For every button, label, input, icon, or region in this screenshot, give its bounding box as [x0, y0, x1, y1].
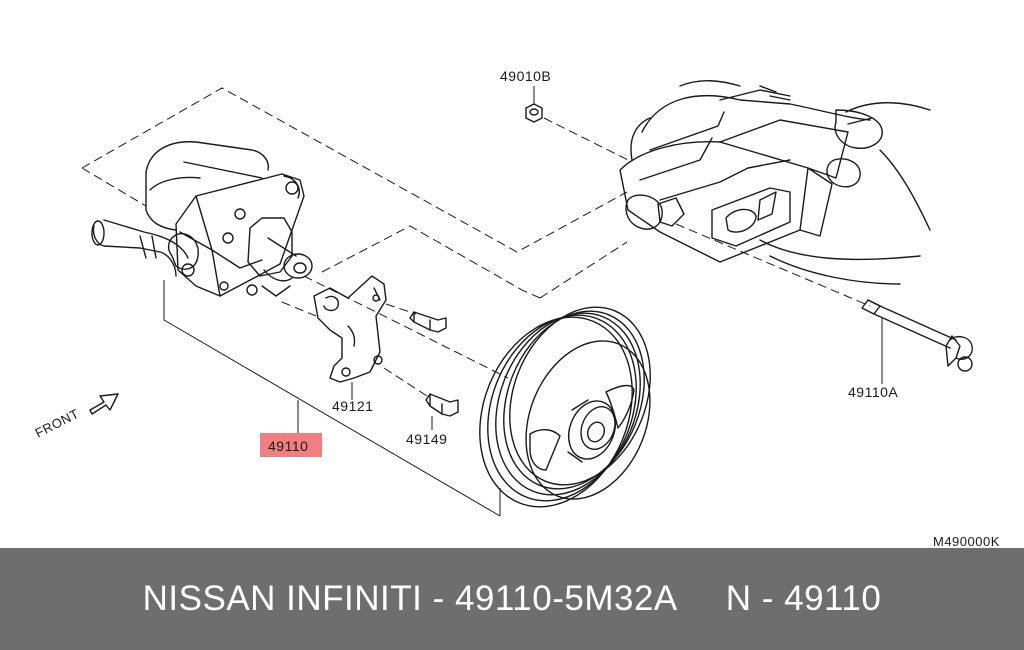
caption-bar: NISSAN INFINITI - 49110-5M32A N - 49110 [0, 548, 1024, 650]
front-arrow: FRONT [33, 393, 119, 441]
bolt-49110a: 49110A [675, 223, 973, 400]
label-pump: 49110 [268, 438, 308, 454]
label-bolt-long: 49110A [848, 384, 898, 400]
caption-text: NISSAN INFINITI - 49110-5M32A [142, 579, 678, 618]
caption-code: N - 49110 [725, 579, 882, 618]
nut-49010b: 49010B [500, 68, 629, 161]
label-front: FRONT [33, 406, 82, 441]
bolt-49149: 49149 [406, 393, 459, 447]
diagram-code: M490000K [933, 534, 1000, 548]
pulley [303, 275, 651, 508]
group-bracket [163, 280, 501, 517]
label-bolt-short: 49149 [406, 431, 447, 447]
highlight-box [260, 433, 322, 457]
label-bracket: 49121 [332, 398, 373, 414]
bolt-upper [409, 311, 447, 333]
bracket-49121: 49121 [281, 275, 431, 414]
label-nut: 49010B [500, 68, 551, 84]
pump-pipe [91, 219, 189, 277]
parts-diagram: 49010B 49110A [33, 68, 1000, 548]
phantom-outline [81, 87, 628, 299]
engine-mount-bracket [619, 80, 931, 285]
power-steering-pump [145, 141, 313, 297]
part-highlight[interactable]: 49110 [260, 433, 322, 457]
